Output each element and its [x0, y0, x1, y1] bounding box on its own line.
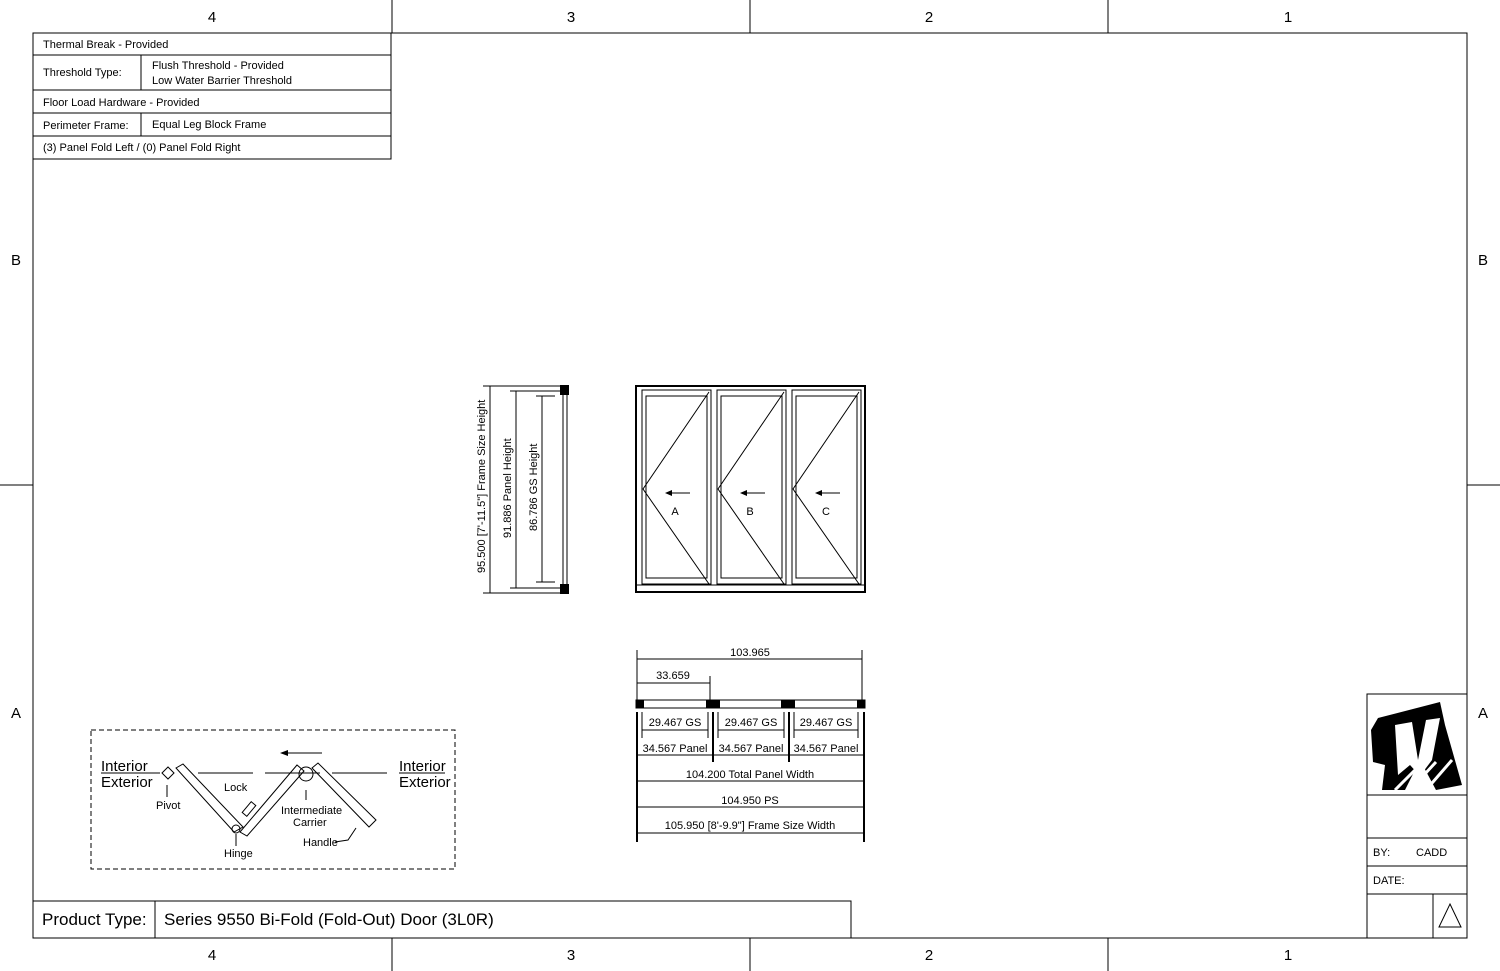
vertical-section: 95.500 [7'-11.5"] Frame Size Height 91.8… — [476, 385, 569, 594]
interior-label: Interior — [101, 758, 148, 775]
interior-label: Interior — [399, 758, 446, 775]
column-label: 3 — [567, 947, 575, 964]
carrier-label: Carrier — [293, 817, 327, 829]
by-value: CADD — [1416, 847, 1447, 859]
ps-dim: 104.950 PS — [721, 795, 779, 807]
column-label: 4 — [208, 947, 216, 964]
door-elevation: A B C — [635, 385, 866, 593]
column-label: 2 — [925, 9, 933, 26]
by-label: BY: — [1373, 847, 1390, 859]
hinge-label: Hinge — [224, 848, 253, 860]
swing-diagram: Interior Exterior Interior Exterior Pivo… — [90, 729, 456, 870]
product-title-block: Product Type: Series 9550 Bi-Fold (Fold-… — [32, 900, 852, 939]
door-panel — [641, 389, 712, 585]
threshold-overlap: Low Water Barrier Threshold — [152, 75, 292, 87]
panel-height-dim: 91.886 Panel Height — [502, 438, 514, 538]
row-label: B — [11, 252, 21, 269]
row-label: B — [1478, 252, 1488, 269]
frame-width-dim: 105.950 [8'-9.9"] Frame Size Width — [665, 820, 835, 832]
arrow-head — [665, 490, 672, 496]
row-label: A — [1478, 705, 1488, 722]
date-label: DATE: — [1373, 875, 1405, 887]
glass-pane — [645, 395, 708, 579]
exterior-label: Exterior — [101, 774, 153, 791]
first-panel-dim: 33.659 — [656, 670, 690, 682]
panel-label: A — [671, 506, 679, 518]
lock-label: Lock — [224, 782, 248, 794]
total-panel-dim: 104.200 Total Panel Width — [686, 769, 814, 781]
threshold-value: Flush Threshold - Provided — [152, 60, 284, 72]
gs-dim: 29.467 GS — [725, 717, 778, 729]
door-panel — [791, 389, 862, 585]
column-label: 3 — [567, 9, 575, 26]
grid-labels: 4 3 2 1 4 3 2 1 B B A A — [11, 9, 1488, 964]
product-type-value: Series 9550 Bi-Fold (Fold-Out) Door (3L0… — [164, 910, 494, 929]
arrow-head — [740, 490, 747, 496]
spec-table: Thermal Break - Provided Threshold Type:… — [32, 32, 392, 160]
threshold-label: Threshold Type: — [43, 67, 122, 79]
panel-dim: 34.567 Panel — [719, 743, 784, 755]
carrier-label: Intermediate — [281, 805, 342, 817]
exterior-label: Exterior — [399, 774, 451, 791]
thermal-break: Thermal Break - Provided — [43, 39, 168, 51]
overall-dim: 103.965 — [730, 647, 770, 659]
arrow-head — [815, 490, 822, 496]
swing-indicator — [792, 391, 860, 585]
panel-dim: 34.567 Panel — [643, 743, 708, 755]
frame-height-dim: 95.500 [7'-11.5"] Frame Size Height — [476, 400, 488, 573]
swing-indicator — [642, 391, 710, 585]
gs-dim: 29.467 GS — [800, 717, 853, 729]
fold-config: (3) Panel Fold Left / (0) Panel Fold Rig… — [43, 142, 240, 154]
row-label: A — [11, 705, 21, 722]
column-label: 2 — [925, 947, 933, 964]
frame-label: Perimeter Frame: — [43, 120, 129, 132]
revision-block: BY: CADD DATE: — [1366, 693, 1468, 939]
column-label: 4 — [208, 9, 216, 26]
column-label: 1 — [1284, 947, 1292, 964]
floor-load: Floor Load Hardware - Provided — [43, 97, 200, 109]
glass-pane — [720, 395, 783, 579]
panel-label: C — [822, 506, 830, 518]
gs-height-dim: 86.786 GS Height — [528, 444, 540, 531]
swing-indicator — [717, 391, 785, 585]
revision-triangle-icon — [1438, 902, 1462, 928]
column-label: 1 — [1284, 9, 1292, 26]
plan-dimensions: 103.965 33.659 29.467 GS 29.467 GS 29.46… — [635, 647, 866, 842]
pivot-label: Pivot — [156, 800, 180, 812]
door-panel — [716, 389, 787, 585]
gs-dim: 29.467 GS — [649, 717, 702, 729]
panel-dim: 34.567 Panel — [794, 743, 859, 755]
frame-value: Equal Leg Block Frame — [152, 119, 266, 131]
product-type-label: Product Type: — [42, 910, 147, 929]
glass-pane — [795, 395, 858, 579]
panel-label: B — [746, 506, 753, 518]
handle-label: Handle — [303, 837, 338, 849]
company-logo — [1371, 702, 1462, 792]
